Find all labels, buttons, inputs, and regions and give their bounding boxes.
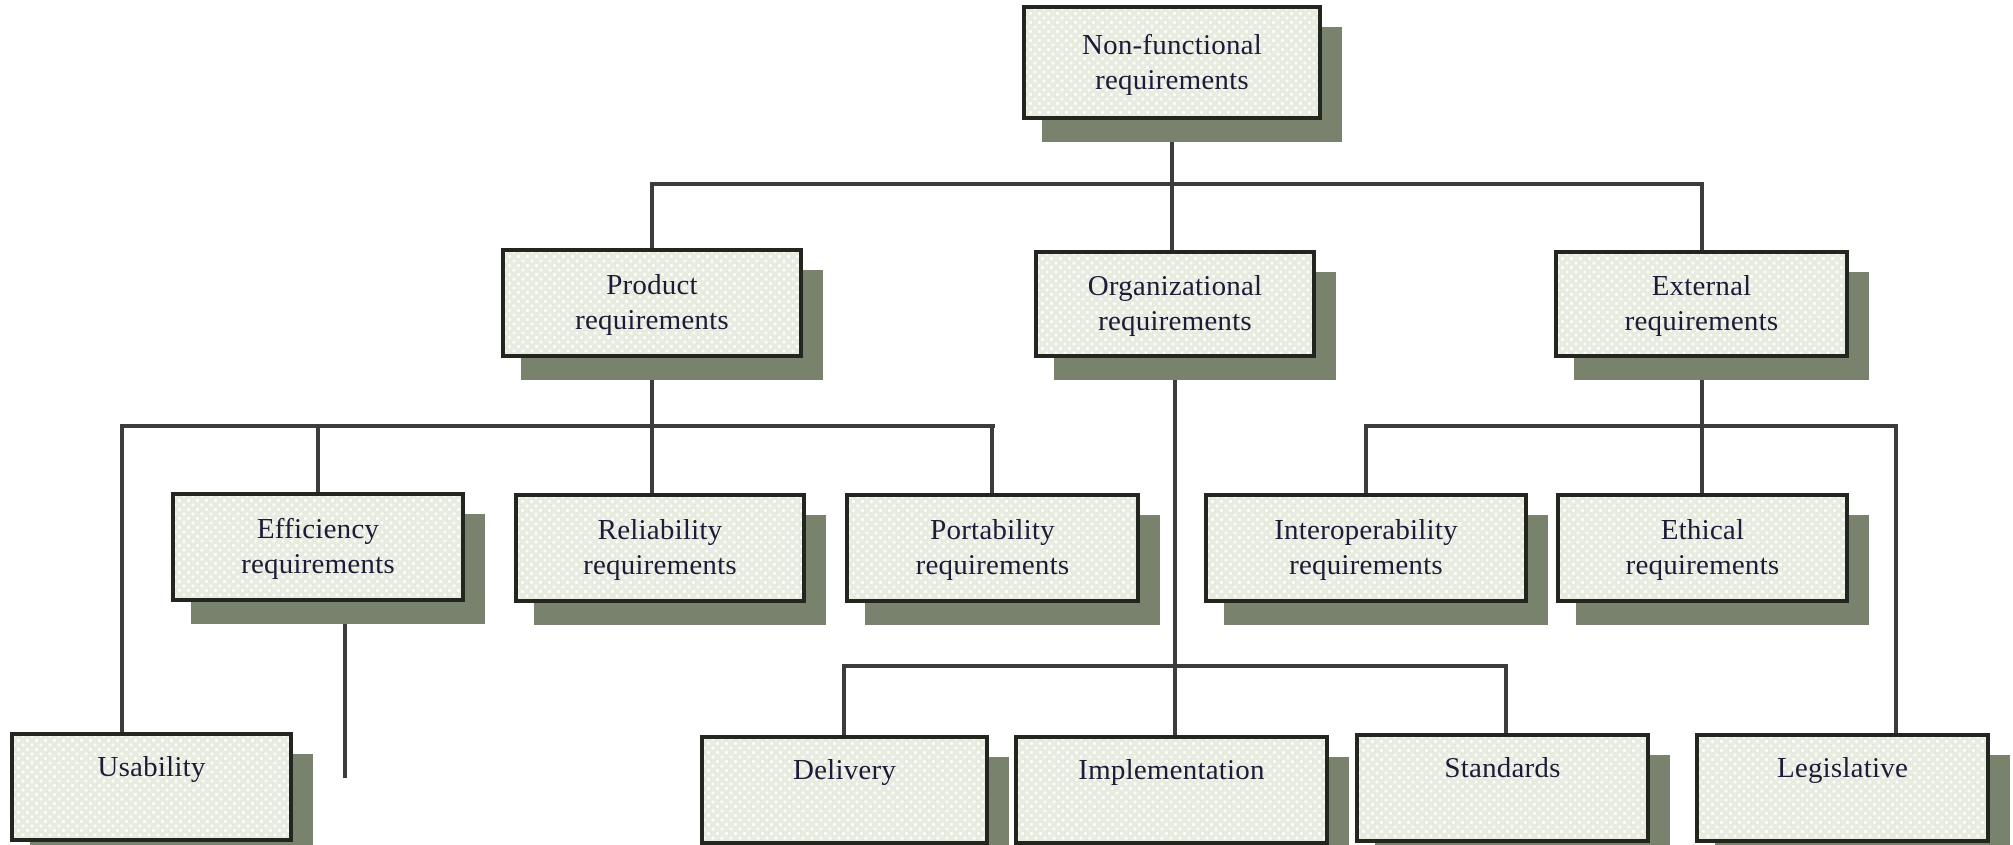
node-label-line1: Product: [606, 269, 698, 301]
node-label-line1: Implementation: [1078, 754, 1265, 786]
node-label-line1: Standards: [1444, 752, 1561, 784]
connector-efficiency-top: [316, 424, 320, 492]
node-label-line1: Reliability: [597, 514, 723, 546]
connector-top-horizontal: [650, 182, 1704, 186]
node-label-line1: Interoperability: [1274, 514, 1458, 546]
connector-external-top: [1700, 182, 1704, 250]
node-legislative: Legislative: [1695, 733, 1990, 843]
connector-reliability-top: [650, 424, 654, 493]
node-implementation: Implementation: [1014, 735, 1329, 845]
connector-interoperability-top: [1364, 424, 1368, 493]
requirements-tree-diagram: Non-functional requirements Product requ…: [10, 5, 1990, 845]
node-label-line2: requirements: [1624, 305, 1779, 337]
node-label-line2: requirements: [1095, 63, 1249, 96]
node-interoperability-requirements: Interoperability requirements: [1204, 493, 1528, 603]
connector-usability-drop: [120, 424, 124, 734]
node-reliability-requirements: Reliability requirements: [514, 493, 806, 603]
connector-product-top: [650, 182, 654, 248]
node-label-line1: Portability: [930, 514, 1055, 546]
node-label-line2: requirements: [915, 549, 1070, 581]
node-label-line1: Efficiency: [256, 513, 380, 545]
node-ethical-requirements: Ethical requirements: [1556, 493, 1849, 603]
node-label-line2: requirements: [1625, 549, 1780, 581]
connector-external-down: [1700, 358, 1704, 428]
connector-product-down: [650, 358, 654, 428]
node-label-line1: Usability: [97, 751, 206, 783]
node-efficiency-requirements: Efficiency requirements: [171, 492, 465, 602]
node-standards: Standards: [1355, 733, 1650, 843]
connector-legislative-drop: [1894, 424, 1898, 733]
connector-ethical-top: [1700, 424, 1704, 493]
node-label-line2: requirements: [1098, 305, 1252, 337]
node-delivery: Delivery: [700, 735, 989, 845]
node-label-line1: Non-functional: [1082, 28, 1262, 61]
node-label-line1: Organizational: [1087, 270, 1263, 302]
node-external-requirements: External requirements: [1554, 250, 1849, 358]
node-label-line2: requirements: [583, 549, 737, 581]
node-label-line2: requirements: [575, 304, 729, 336]
node-label-line2: requirements: [1289, 549, 1443, 581]
node-label-line1: Ethical: [1660, 514, 1745, 546]
connector-efficiency-down: [343, 600, 347, 778]
node-label-line1: External: [1651, 270, 1752, 302]
node-label-line1: Legislative: [1776, 752, 1909, 784]
node-portability-requirements: Portability requirements: [845, 493, 1140, 603]
connector-left-horizontal: [120, 424, 995, 428]
connector-portability-top: [990, 424, 994, 493]
node-organizational-requirements: Organizational requirements: [1034, 250, 1316, 358]
connector-delivery-top: [842, 664, 846, 735]
connector-right-horizontal: [1364, 424, 1898, 428]
connector-standards-top: [1504, 664, 1508, 733]
node-label-line2: requirements: [241, 548, 395, 580]
node-usability: Usability: [10, 732, 293, 842]
connector-root-down: [1170, 118, 1174, 186]
node-label-line1: Delivery: [792, 754, 897, 786]
node-non-functional-requirements: Non-functional requirements: [1022, 5, 1322, 120]
connector-organizational-down: [1173, 358, 1177, 668]
connector-implementation-top: [1173, 664, 1177, 735]
connector-organizational-top: [1170, 182, 1174, 250]
node-product-requirements: Product requirements: [501, 248, 803, 358]
